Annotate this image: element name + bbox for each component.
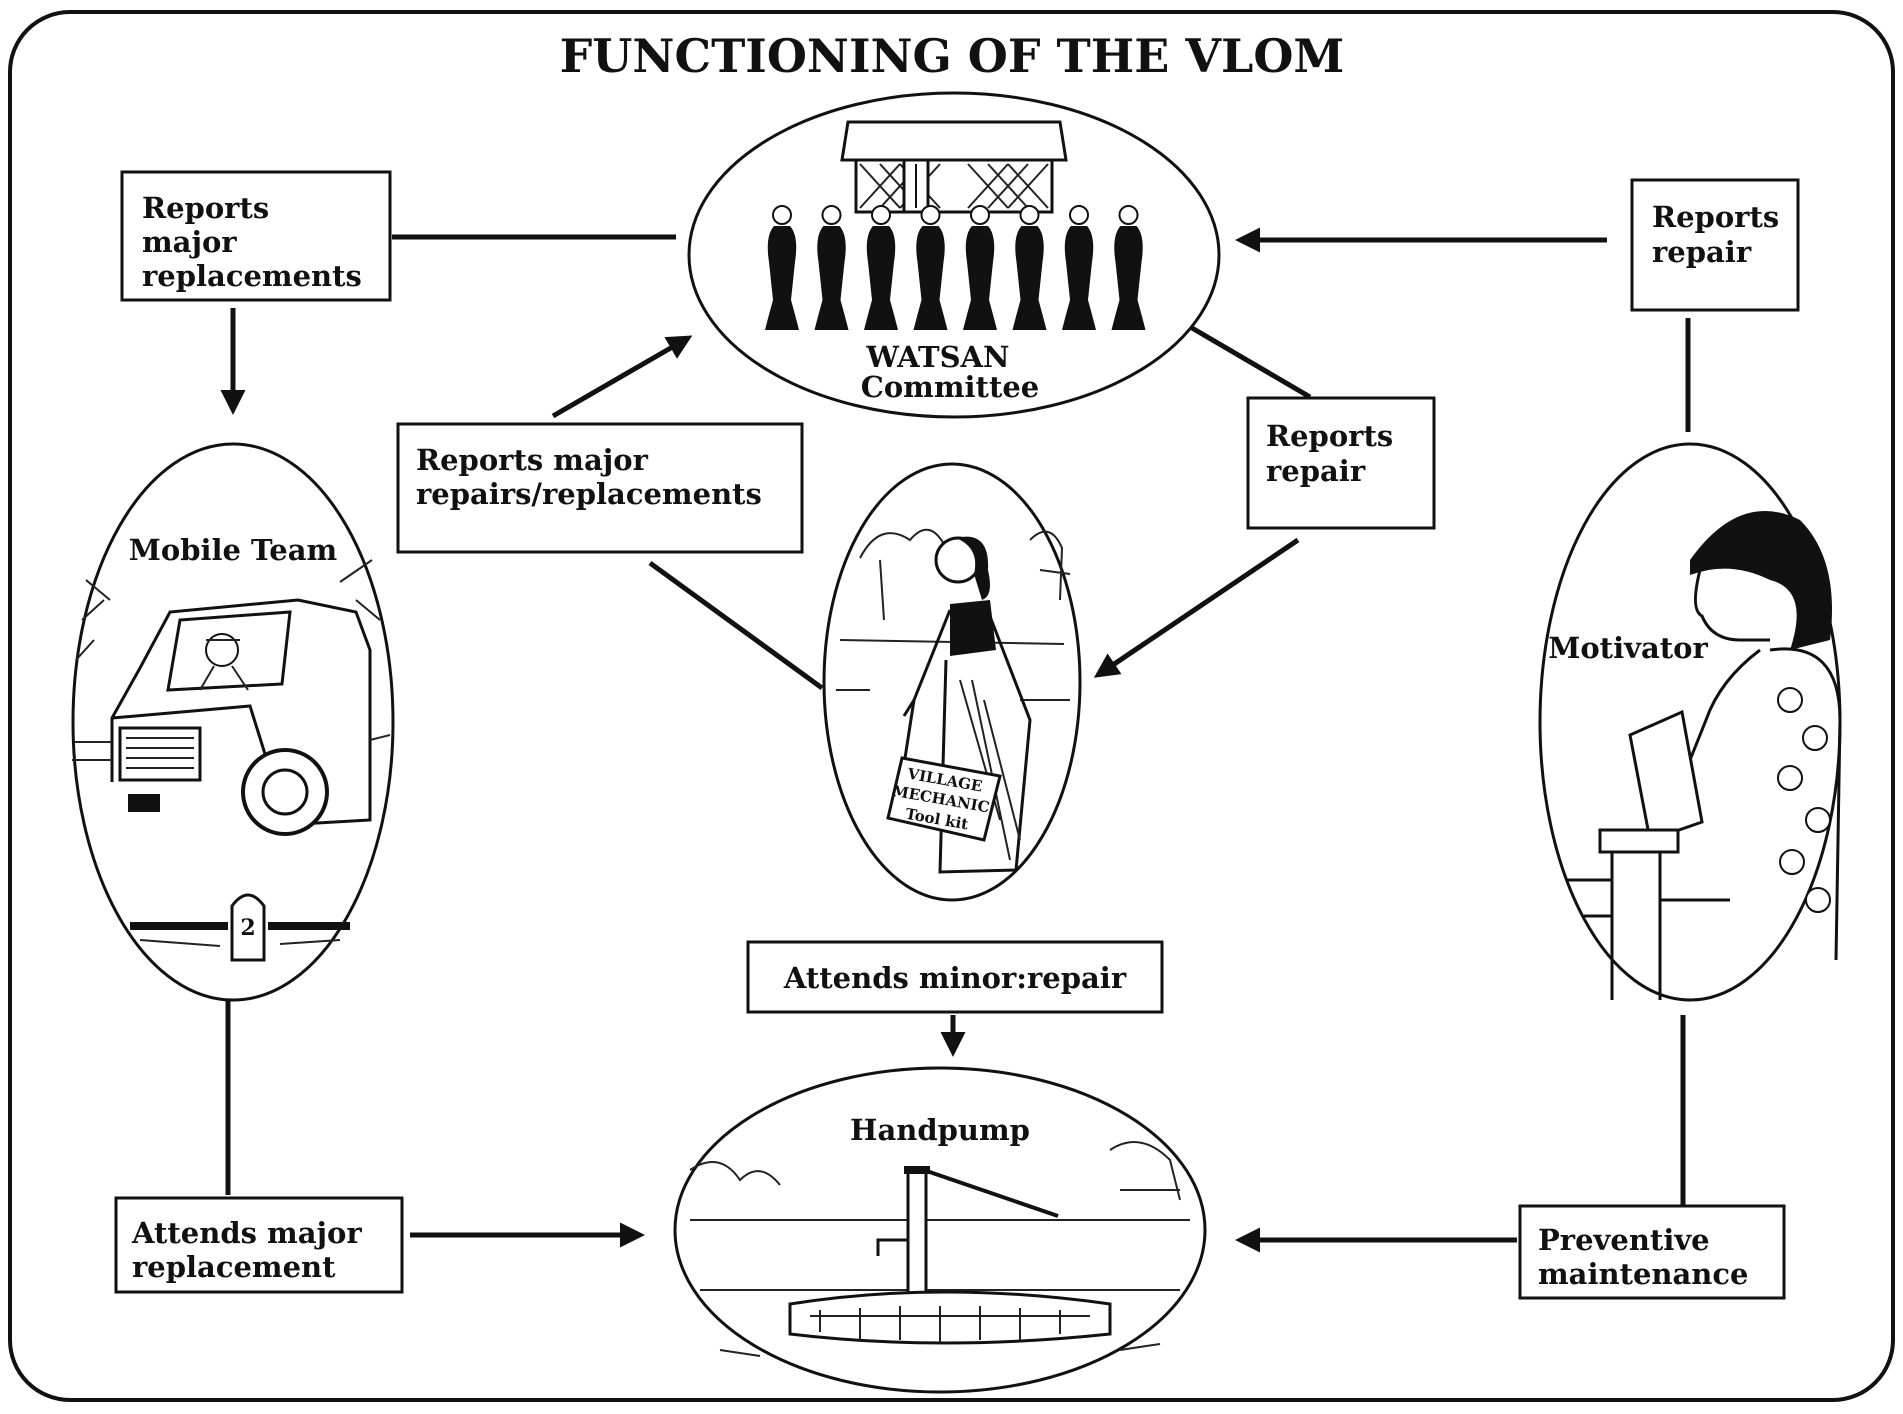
committee-member — [814, 205, 849, 330]
watsan-line-2: Committee — [861, 370, 1040, 404]
reports-repair-center-line-1: Reports — [1266, 419, 1393, 453]
attends-minor-repair-text: Attends minor:repair — [783, 961, 1127, 995]
reports-major-replacements-line-2: major — [142, 225, 237, 259]
watsan-committee-node: WATSAN Committee — [687, 91, 1221, 419]
reports-repair-center-line-2: repair — [1266, 454, 1366, 488]
reports-major-repairs-line-1: Reports major — [416, 443, 649, 477]
label-reports-repair-center: Reports repair — [1246, 396, 1436, 530]
reports-major-repairs-line-2: repairs/replacements — [416, 477, 762, 511]
preventive-maintenance-line-2: maintenance — [1538, 1257, 1749, 1291]
motivator-node: Motivator — [1538, 442, 1842, 1002]
connector-mechanic-to-major-repairs — [648, 560, 824, 691]
toolkit-icon: VILLAGE MECHANIC Tool kit — [886, 699, 1002, 842]
committee-member — [1062, 205, 1096, 330]
committee-member — [963, 205, 997, 330]
committee-member — [913, 205, 948, 330]
attends-major-replacement-line-2: replacement — [132, 1250, 336, 1284]
mobile-team-label: Mobile Team — [129, 533, 338, 567]
arrow-reports-repair-to-mechanic — [1093, 537, 1300, 678]
committee-members-icon — [765, 205, 1146, 330]
reports-repair-right-line-1: Reports — [1652, 200, 1779, 234]
committee-member — [1012, 205, 1047, 330]
label-preventive-maintenance: Preventive maintenance — [1518, 1204, 1786, 1300]
connector-watsan-to-reports-repair — [1190, 325, 1312, 400]
committee-member — [765, 205, 799, 330]
preventive-maintenance-line-1: Preventive — [1538, 1223, 1710, 1257]
milestone-number: 2 — [240, 915, 255, 941]
background-trees — [836, 528, 1071, 701]
milestone-icon: 2 — [130, 893, 350, 962]
committee-member — [864, 205, 898, 330]
motivator-woman-icon — [1688, 511, 1842, 961]
label-attends-minor-repair: Attends minor:repair — [746, 940, 1164, 1014]
reports-repair-right-line-2: repair — [1652, 235, 1752, 269]
connectors — [220, 227, 1691, 1253]
label-reports-major-replacements: Reports major replacements — [120, 170, 392, 302]
handpump-icon — [689, 1141, 1190, 1357]
village-mechanic-node: VILLAGE MECHANIC Tool kit — [822, 462, 1082, 902]
label-attends-major-replacement: Attends major replacement — [114, 1196, 404, 1294]
building-icon — [840, 120, 1068, 214]
handpump-label: Handpump — [850, 1113, 1030, 1147]
mobile-team-node: Mobile Team 2 — [71, 442, 395, 1002]
arrow-major-repairs-to-watsan — [551, 335, 693, 419]
mechanic-woman-icon — [902, 536, 1032, 874]
committee-member — [1111, 205, 1146, 330]
attends-major-replacement-line-1: Attends major — [131, 1216, 362, 1250]
reports-major-replacements-line-3: replacements — [142, 259, 362, 293]
label-reports-repair-right: Reports repair — [1630, 178, 1800, 312]
label-reports-major-repairs: Reports major repairs/replacements — [396, 422, 804, 554]
reports-major-replacements-line-1: Reports — [142, 191, 269, 225]
motivator-label: Motivator — [1548, 631, 1708, 665]
outer-frame — [8, 10, 1895, 1402]
handpump-node: Handpump — [673, 1066, 1207, 1394]
truck-icon — [72, 559, 391, 836]
motivator-handpump-icon — [1566, 709, 1730, 1000]
diagram-title: FUNCTIONING OF THE VLOM — [560, 29, 1345, 83]
watsan-line-1: WATSAN — [865, 340, 1009, 374]
